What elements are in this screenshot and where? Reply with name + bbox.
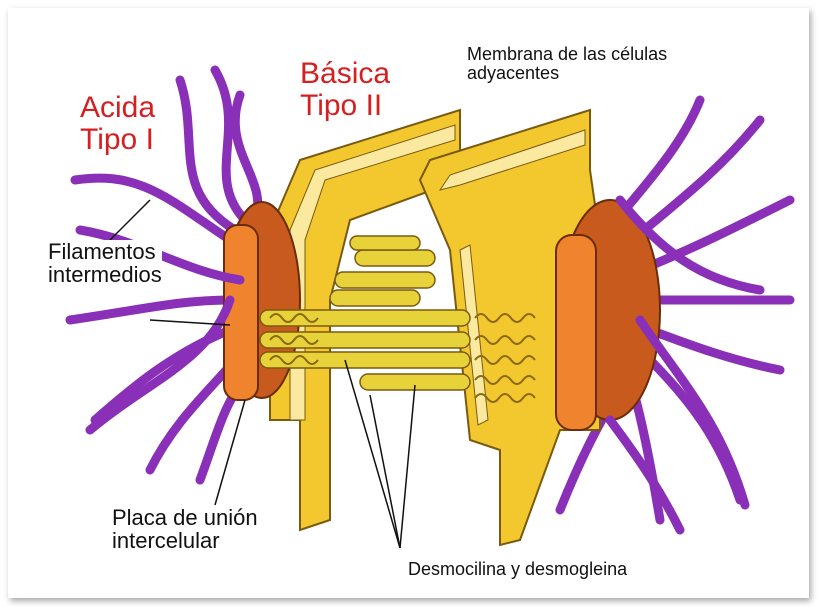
label-filamentos-line1: Filamentos bbox=[48, 240, 162, 263]
label-acida-line2: Tipo I bbox=[80, 124, 155, 156]
label-placa-union: Placa de unión intercelular bbox=[112, 506, 258, 552]
label-filamentos-intermedios: Filamentos intermedios bbox=[48, 240, 162, 286]
label-placa-line2: intercelular bbox=[112, 529, 258, 552]
label-basica-line1: Básica bbox=[300, 58, 390, 90]
label-basica-tipo-ii: Básica Tipo II bbox=[300, 58, 390, 121]
right-plaque bbox=[556, 200, 660, 430]
label-acida-line1: Acida bbox=[80, 92, 155, 124]
label-membrana-line2: adyacentes bbox=[467, 64, 667, 83]
left-plaque bbox=[224, 202, 300, 400]
label-membrana: Membrana de las células adyacentes bbox=[463, 45, 671, 83]
label-acida-tipo-i: Acida Tipo I bbox=[80, 92, 155, 155]
label-basica-line2: Tipo II bbox=[300, 90, 390, 122]
label-placa-line1: Placa de unión bbox=[112, 506, 258, 529]
label-desmocilina: Desmocilina y desmogleina bbox=[408, 560, 627, 579]
label-membrana-line1: Membrana de las células bbox=[467, 45, 667, 64]
label-filamentos-line2: intermedios bbox=[48, 263, 162, 286]
